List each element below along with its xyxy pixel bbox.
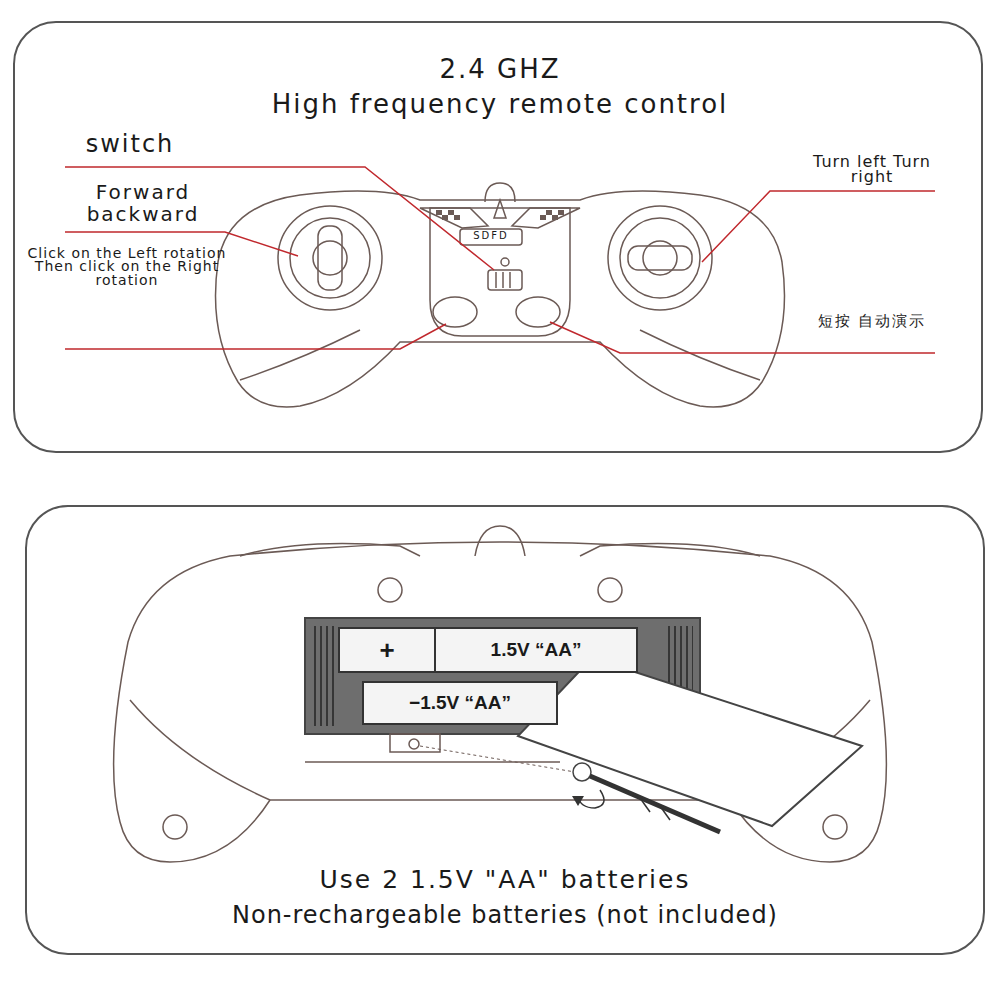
caption-line: Non-rechargeable batteries (not included… [35,902,975,928]
part-label: Turn left Turn right [804,154,940,184]
part-label: switch [60,131,200,157]
title: 2.4 GHZ [200,55,800,84]
battery: +1.5V “AA” [338,627,638,673]
battery-cell: 1.5V “AA” [436,629,636,671]
battery-cell: −1.5V “AA” [364,683,556,723]
part-label: 短按 自动演示 [817,313,927,330]
part-label: Click on the Left rotation Then click on… [17,247,237,287]
caption-line: Use 2 1.5V "AA" batteries [55,866,955,894]
battery-cell: + [340,629,436,671]
battery-text: 1.5V “AA” [491,639,582,661]
battery-text: + [379,635,394,666]
battery-text: −1.5V “AA” [409,692,511,714]
battery: −1.5V “AA” [362,681,558,725]
subtitle: High frequency remote control [120,90,880,119]
logo-text: SDFD [461,230,521,241]
part-label: Forward backward [58,181,228,225]
